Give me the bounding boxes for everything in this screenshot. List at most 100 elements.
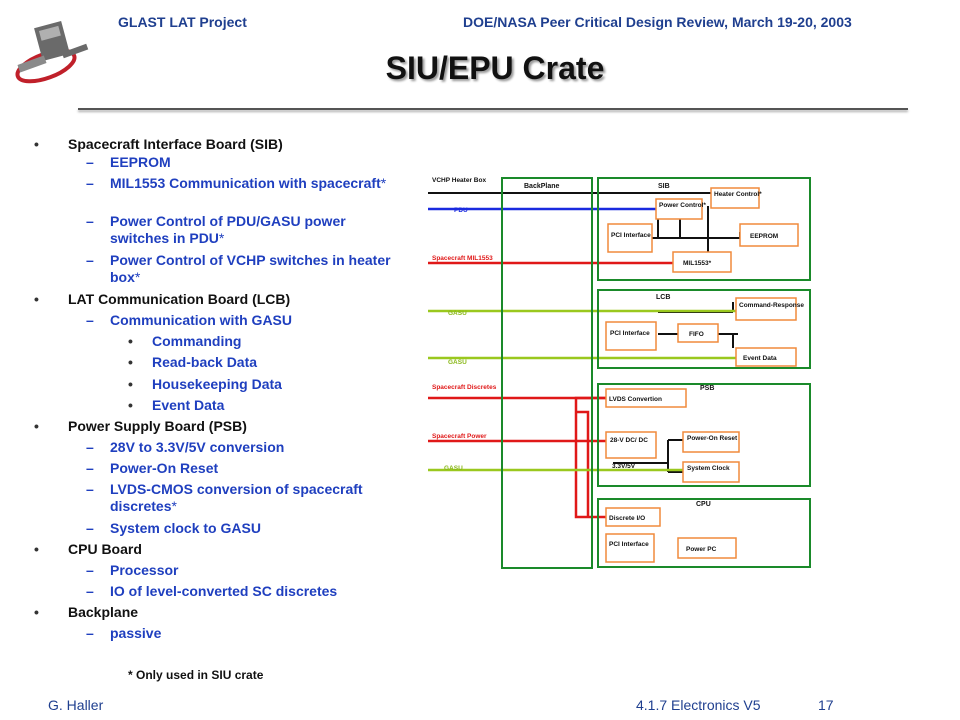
block-command-response-label: Command-Response	[739, 302, 804, 309]
block-powerpc	[677, 537, 737, 559]
bullet-text: Backplane	[68, 604, 139, 620]
bullet-marker: •	[128, 333, 133, 349]
bullet-marker: –	[86, 583, 94, 599]
bullet-text: Power Control of VCHP switches in heater…	[110, 252, 391, 285]
block-heater-control-label: Heater Control*	[714, 191, 762, 198]
block-sysclk-label: System Clock	[687, 465, 730, 472]
bullet-note-asterisk: *	[380, 175, 387, 191]
block-command-response	[735, 297, 797, 321]
header-project: GLAST LAT Project	[118, 14, 247, 30]
bullet-marker: •	[34, 541, 39, 557]
block-v33-label: 3.3V/5V	[612, 463, 636, 470]
block-fifo	[677, 323, 719, 343]
footer-author: G. Haller	[48, 697, 104, 713]
backplane	[501, 177, 593, 569]
bullet-text: IO of level-converted SC discretes	[110, 583, 338, 599]
bullet-text: Power-On Reset	[110, 460, 219, 476]
bullet-text: passive	[110, 625, 162, 641]
block-mil1553-label: MIL1553*	[683, 260, 712, 267]
bullet-marker: •	[34, 291, 39, 307]
bullet-text: Commanding	[152, 333, 242, 349]
block-event-data-label: Event Data	[743, 355, 777, 362]
board-psb	[597, 383, 811, 487]
bullet-text: Power Supply Board (PSB)	[68, 418, 247, 434]
block-eeprom	[739, 223, 799, 247]
bullet-text: Spacecraft Interface Board (SIB)	[68, 136, 283, 152]
board-sib	[597, 177, 811, 281]
footer-page-number: 17	[818, 697, 834, 713]
block-por	[682, 431, 740, 453]
block-mil1553	[672, 251, 732, 273]
block-discrete-io-label: Discrete I/O	[609, 515, 645, 522]
ext-label-sc-power: Spacecraft Power	[432, 433, 487, 440]
block-pci-cpu	[605, 533, 655, 563]
block-fifo-label: FIFO	[689, 331, 704, 338]
title-divider	[78, 108, 908, 110]
bullet-marker: –	[86, 625, 94, 641]
block-dcdc-label: 28-V DC/ DC	[610, 437, 648, 444]
bullet-text: Power Control of PDU/GASU power switches…	[110, 213, 346, 246]
page-title: SIU/EPU Crate	[385, 50, 605, 86]
bullet-marker: –	[86, 460, 94, 476]
board-psb-label: PSB	[700, 385, 714, 392]
ext-label-sc-mil1553: Spacecraft MIL1553	[432, 255, 493, 262]
footnote: * Only used in SIU crate	[128, 668, 264, 682]
block-pci-sib-label: PCI Interface	[611, 232, 651, 239]
block-por-label: Power-On Reset	[687, 435, 738, 442]
bullet-marker: –	[86, 562, 94, 578]
block-powerpc-label: Power PC	[686, 546, 717, 553]
block-pci-lcb-label: PCI Interface	[610, 330, 650, 337]
bullet-text: System clock to GASU	[110, 520, 261, 536]
bullet-text: Read-back Data	[152, 354, 258, 370]
block-pci-sib	[607, 223, 653, 253]
backplane-label: BackPlane	[524, 183, 560, 190]
bullet-text: LVDS-CMOS conversion of spacecraft discr…	[110, 481, 363, 514]
block-discrete-io	[605, 507, 661, 527]
bullet-marker: –	[86, 213, 94, 229]
block-sysclk	[682, 461, 740, 483]
block-heater-control	[710, 187, 760, 209]
bullet-marker: •	[34, 418, 39, 434]
bullet-text: Communication with GASU	[110, 312, 292, 328]
block-eeprom-label: EEPROM	[750, 233, 778, 240]
bullet-text: LAT Communication Board (LCB)	[68, 291, 291, 307]
bullet-marker: –	[86, 154, 94, 170]
ext-label-gasu-1: GASU	[448, 310, 467, 317]
block-lvds	[605, 388, 687, 408]
bullet-marker: –	[86, 520, 94, 536]
bullet-marker: –	[86, 439, 94, 455]
board-cpu-label: CPU	[696, 501, 711, 508]
ext-label-vchp: VCHP Heater Box	[432, 177, 486, 184]
block-pci-lcb	[605, 321, 657, 351]
bullet-marker: –	[86, 481, 94, 497]
block-power-control	[655, 198, 703, 220]
board-lcb	[597, 289, 811, 369]
bullet-marker: –	[86, 175, 94, 191]
bullet-marker: •	[128, 354, 133, 370]
ext-label-sc-discretes: Spacecraft Discretes	[432, 384, 497, 391]
board-sib-label: SIB	[658, 183, 670, 190]
bullet-text: MIL1553 Communication with spacecraft*	[110, 175, 387, 191]
block-power-control-label: Power Control*	[659, 202, 706, 209]
block-dcdc	[605, 431, 657, 459]
bullet-text: EEPROM	[110, 154, 171, 170]
bullet-list: •Spacecraft Interface Board (SIB)–EEPROM…	[0, 0, 420, 660]
bullet-text: Processor	[110, 562, 179, 578]
bullet-text: CPU Board	[68, 541, 142, 557]
bullet-marker: –	[86, 252, 94, 268]
bullet-text: Event Data	[152, 397, 225, 413]
block-event-data	[735, 347, 797, 367]
board-lcb-label: LCB	[656, 294, 670, 301]
bullet-marker: •	[34, 136, 39, 152]
bullet-note-asterisk: *	[171, 498, 177, 514]
header-review: DOE/NASA Peer Critical Design Review, Ma…	[463, 14, 852, 30]
bullet-note-asterisk: *	[218, 230, 225, 246]
discretes-to-io-wire	[576, 410, 590, 517]
bullet-note-asterisk: *	[134, 269, 141, 285]
bullet-marker: •	[34, 604, 39, 620]
block-pci-cpu-label: PCI Interface	[609, 541, 649, 548]
bullet-text: 28V to 3.3V/5V conversion	[110, 439, 285, 455]
ext-label-gasu-3: GASU	[444, 465, 463, 472]
bullet-marker: •	[128, 397, 133, 413]
bullet-text: Housekeeping Data	[152, 376, 282, 392]
